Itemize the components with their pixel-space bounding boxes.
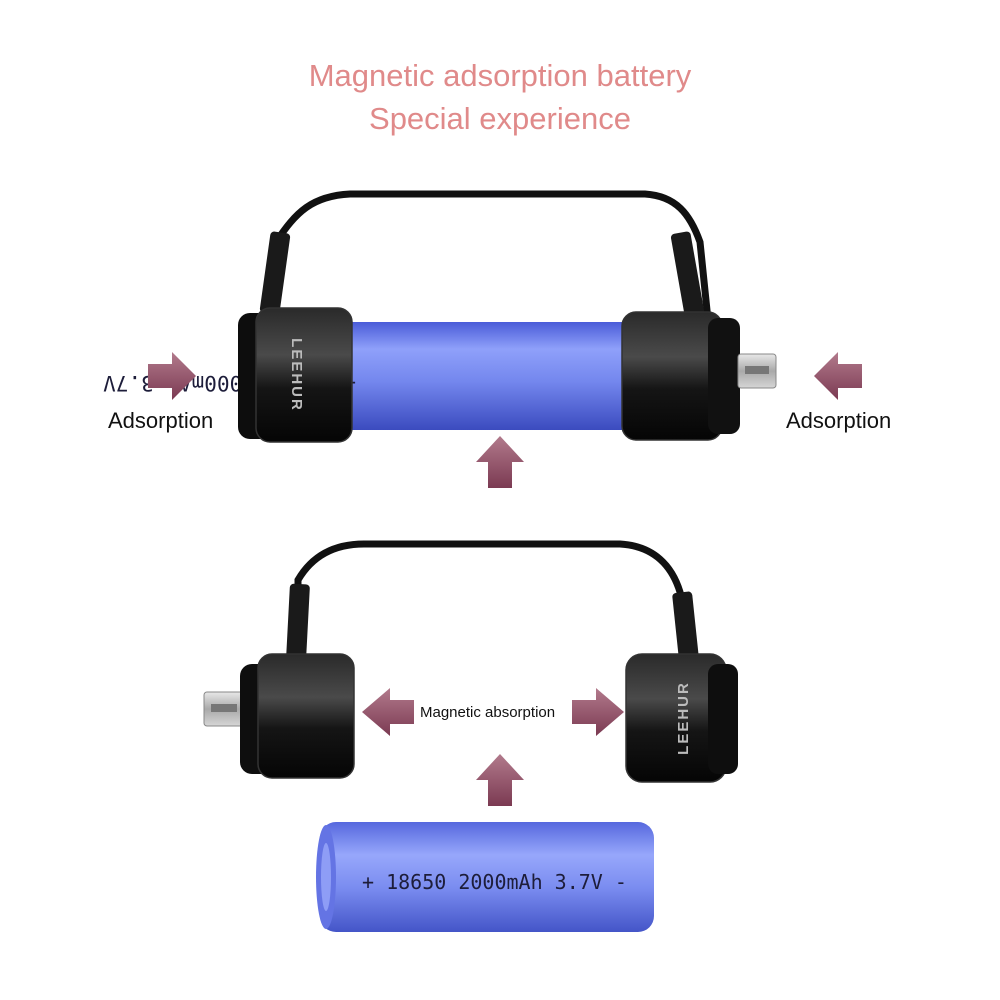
title-line-1: Magnetic adsorption battery <box>308 58 692 93</box>
bottom-left-arrow <box>362 688 414 736</box>
top-assembly: + 18650 2000mAh 3.7V LEEHUR <box>103 190 862 488</box>
loose-battery-body <box>320 822 654 932</box>
bottom-cable-boot-left <box>286 583 310 661</box>
bottom-left-cap <box>258 654 354 778</box>
bottom-right-cap-logo: LEEHUR <box>675 681 692 755</box>
bottom-up-arrow <box>476 754 524 806</box>
top-cable <box>272 190 712 324</box>
label-adsorption-left: Adsorption <box>108 408 214 433</box>
top-left-cap-logo: LEEHUR <box>288 338 305 412</box>
top-left-cap <box>256 308 352 442</box>
top-up-arrow <box>476 436 524 488</box>
bottom-cable-boot-right <box>672 591 700 671</box>
bottom-right-cap <box>626 654 726 782</box>
top-left-arrow <box>148 352 196 400</box>
bottom-right-arrow <box>572 688 624 736</box>
top-right-cap <box>622 312 722 440</box>
label-magnetic-absorption: Magnetic absorption <box>420 704 556 721</box>
top-battery-body <box>330 322 642 430</box>
label-adsorption-right: Adsorption <box>786 408 892 433</box>
bottom-assembly: LEEHUR + 18650 2000mAh 3.7V - <box>203 540 738 932</box>
top-cable-boot-right <box>670 231 706 323</box>
bottom-right-cap-rim <box>708 664 738 774</box>
title-line-2: Special experience <box>369 101 631 136</box>
top-right-cap-rim <box>708 318 740 434</box>
top-right-arrow <box>814 352 862 400</box>
loose-battery-print: + 18650 2000mAh 3.7V - <box>362 870 627 894</box>
bottom-cable <box>294 540 694 666</box>
top-cable-boot-left <box>259 231 291 315</box>
